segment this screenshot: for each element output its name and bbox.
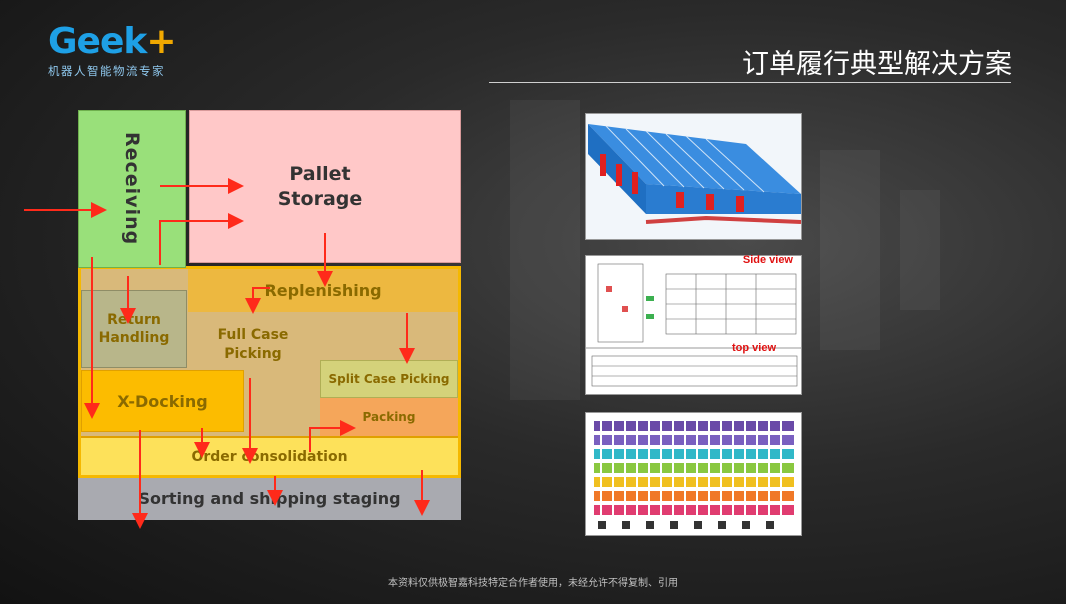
- background-rack: [820, 150, 880, 350]
- zone-packing: Packing: [320, 398, 458, 436]
- consolidation-to-packing-arrow: [309, 420, 356, 452]
- zone-return-handling: Return Handling: [81, 290, 187, 368]
- logo-wordmark: Geek: [48, 21, 147, 62]
- side-view-label: Side view: [742, 254, 793, 266]
- zone-label: Full Case Picking: [217, 327, 289, 362]
- background-rack: [510, 100, 580, 400]
- rack-3d-render: [585, 113, 802, 240]
- zone-label: Receiving: [121, 132, 143, 246]
- background-rack: [900, 190, 940, 310]
- brand-logo: Geek+ 机器人智能物流专家: [48, 21, 177, 79]
- zone-order-consolidation: Order consolidation: [81, 436, 458, 475]
- layout-drawing: Side view top view: [585, 254, 802, 395]
- zone-label: Order consolidation: [191, 448, 348, 465]
- zone-receiving: Receiving: [78, 110, 186, 268]
- zone-split-case-picking: Split Case Picking: [320, 360, 458, 398]
- zone-full-case-picking: Full Case Picking: [198, 320, 308, 370]
- zone-x-docking: X-Docking: [81, 370, 244, 432]
- zone-label: Split Case Picking: [328, 372, 450, 386]
- logo-tagline: 机器人智能物流专家: [48, 66, 165, 78]
- logo-plus-icon: +: [146, 21, 176, 62]
- storage-grid-heatmap: [585, 412, 802, 536]
- return-to-storage-arrow: [159, 213, 244, 265]
- zone-label: Packing: [362, 410, 416, 424]
- page-title: 订单履行典型解决方案: [742, 49, 1012, 80]
- rack-3d-illustration: [588, 124, 802, 224]
- title-divider: [489, 82, 1011, 83]
- zone-label: Replenishing: [264, 281, 382, 300]
- top-view-label: top view: [732, 342, 777, 354]
- side-view-drawing: [586, 263, 801, 387]
- zone-label: X-Docking: [117, 391, 208, 411]
- replenishing-to-fullcase-arrow: [245, 287, 270, 314]
- zone-label: Pallet Storage: [277, 162, 363, 210]
- storage-grid-illustration: [594, 421, 794, 529]
- footer-notice: 本资料仅供极智嘉科技特定合作者使用，未经允许不得复制、引用: [388, 578, 678, 589]
